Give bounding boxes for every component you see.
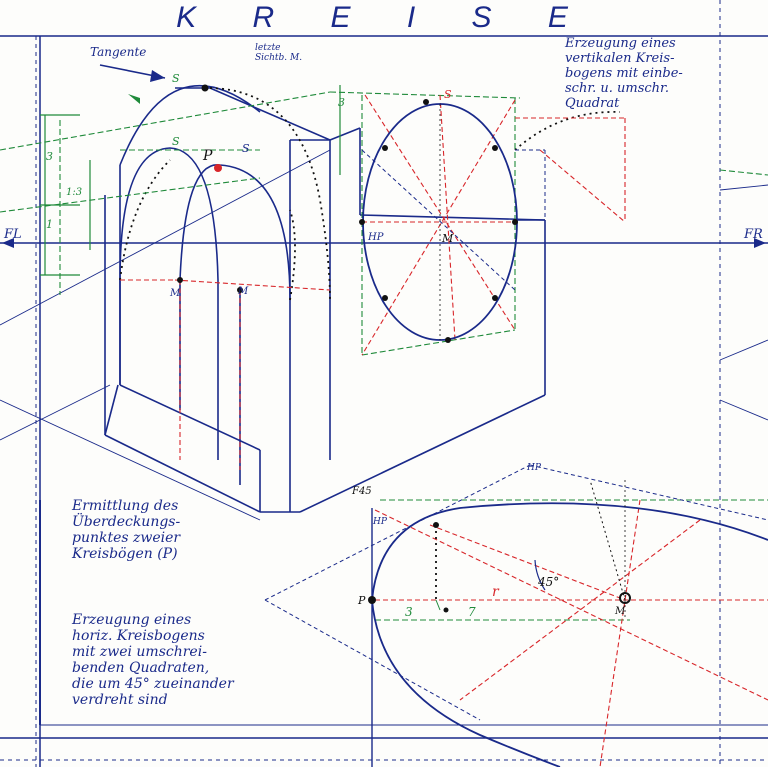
red-construction [120, 94, 768, 767]
label-s2: S [172, 135, 180, 148]
label-hp1: HP [367, 232, 384, 243]
label-dim-13: 1:3 [66, 187, 82, 198]
label-dim-3: 3 [405, 605, 413, 619]
horizontal-ellipse [371, 479, 768, 767]
note-overlap-point: Ermittlung des Überdeckungs- punktes zwe… [72, 498, 181, 562]
label-tangente: Tangente [90, 45, 146, 59]
arch-portal [104, 85, 546, 513]
label-s3: S [242, 142, 250, 155]
label-m3: M [441, 232, 454, 245]
note-vertical-arc: Erzeugung eines vertikalen Kreis- bogens… [565, 36, 683, 111]
note-horizontal-arc: Erzeugung eines horiz. Kreisbogens mit z… [72, 612, 234, 708]
page-title: K R E I S E [176, 1, 592, 34]
perspective-guides [0, 149, 768, 521]
label-p-bottom: P [357, 594, 366, 607]
tangent-arrow [99, 64, 166, 104]
hidden-arches [119, 87, 621, 301]
blue-rotated-square [264, 149, 768, 721]
green-construction [0, 91, 768, 621]
label-fr: FR [743, 227, 763, 242]
label-m1: M [169, 288, 181, 299]
key-points [177, 84, 631, 613]
label-s4: S [444, 88, 452, 101]
label-fl: FL [3, 227, 22, 242]
label-hp3: HP [526, 463, 542, 473]
horizon-line [0, 238, 768, 248]
label-m2: M [237, 286, 249, 297]
label-angle: 45° [537, 575, 559, 589]
label-dim-1-left: 1 [46, 218, 53, 231]
label-f45: F45 [351, 486, 372, 497]
label-s1: S [172, 72, 180, 85]
label-dim-3-mid: 3 [338, 96, 345, 109]
label-radius: r [492, 584, 500, 600]
label-hp2: HP [372, 517, 388, 527]
dimension-markers [40, 85, 341, 276]
label-m4: M [614, 606, 626, 617]
label-dim-7: 7 [468, 605, 476, 619]
label-p-top: P [202, 148, 213, 164]
label-dim-3-left: 3 [46, 150, 53, 163]
